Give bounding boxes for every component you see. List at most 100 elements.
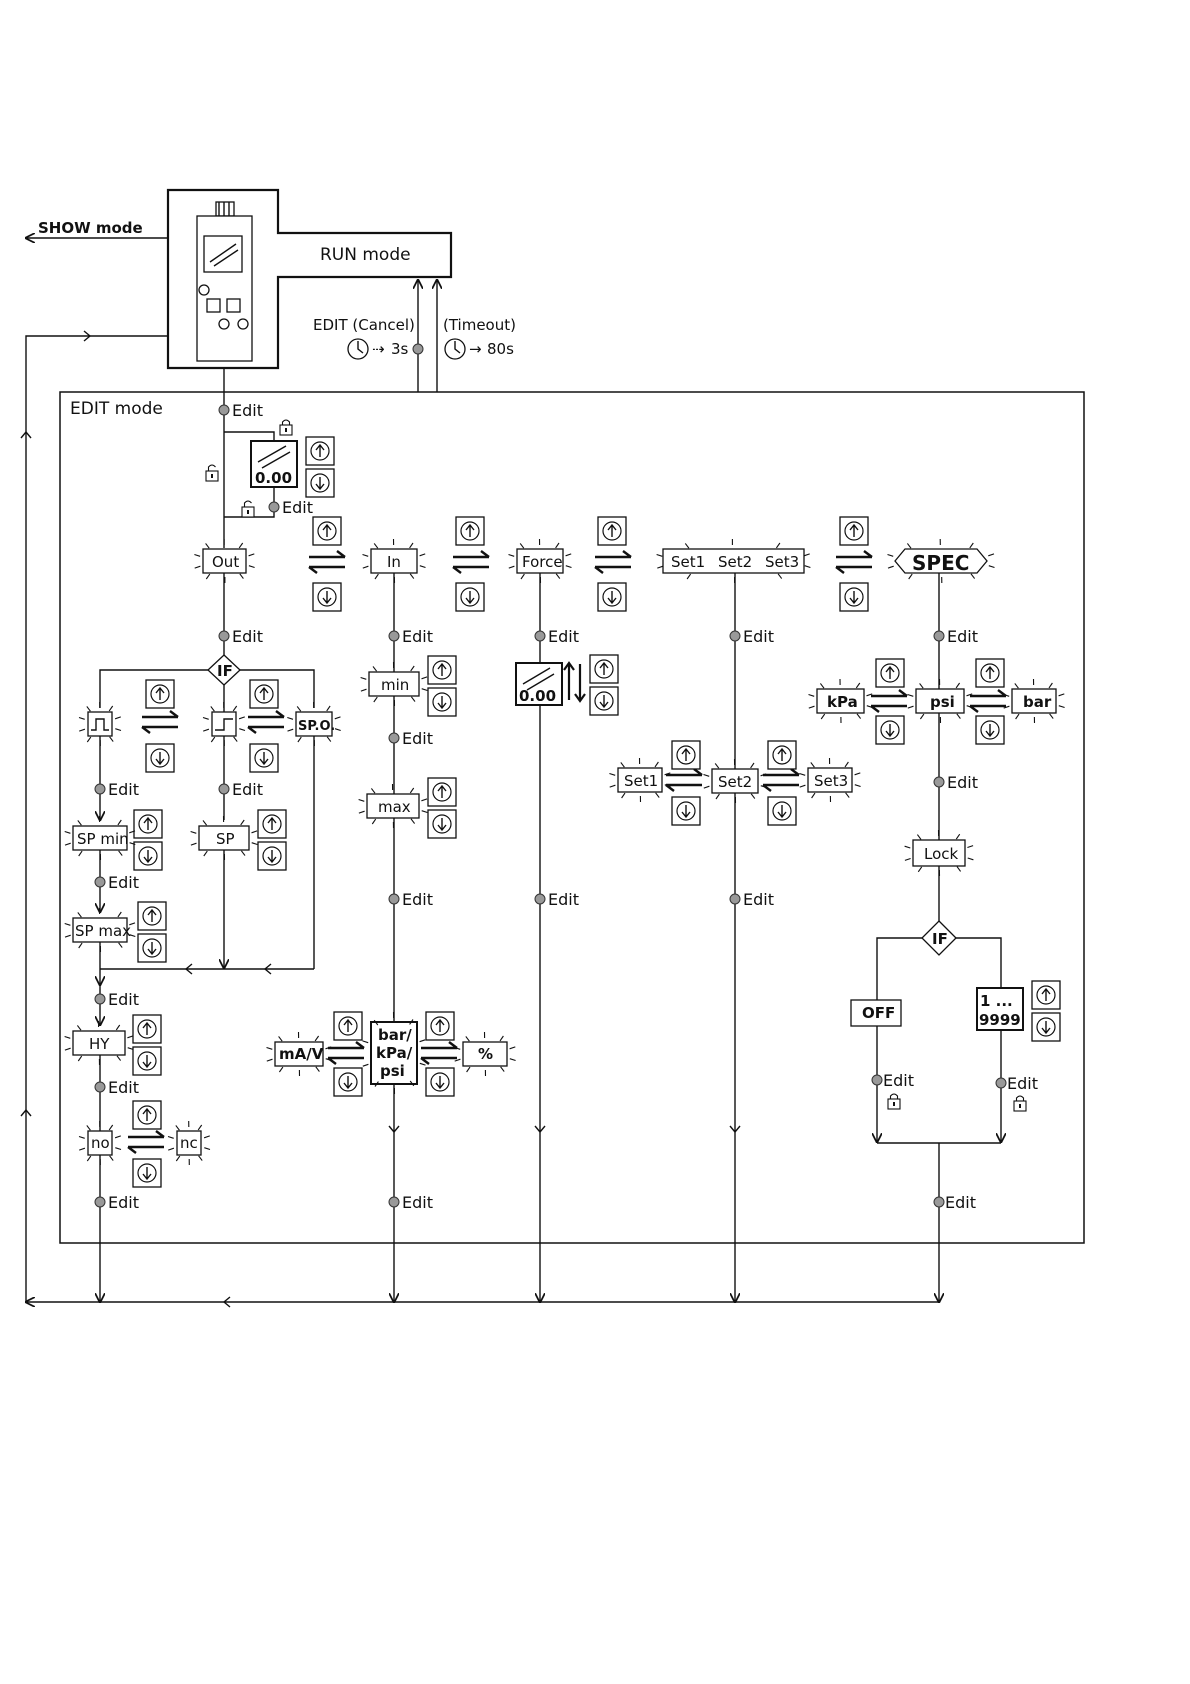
- down-key-icon: [1031, 1012, 1061, 1042]
- flash-ray: [198, 1155, 203, 1161]
- flash-ray: [190, 842, 197, 846]
- menu-out: Out: [202, 548, 247, 574]
- flash-ray: [64, 830, 71, 834]
- down-key-icon: [257, 841, 287, 871]
- flash-ray: [108, 1124, 114, 1131]
- flash-ray: [374, 573, 379, 580]
- flash-ray: [466, 1066, 471, 1073]
- hy-box: HY: [72, 1030, 126, 1056]
- flash-ray: [86, 706, 91, 712]
- down-key-icon: [333, 1067, 363, 1097]
- flash-ray: [654, 761, 659, 768]
- flash-ray: [919, 683, 924, 689]
- sp-min-box: SP min: [72, 825, 129, 851]
- flash-ray: [956, 713, 961, 719]
- flash-ray: [419, 565, 426, 569]
- down-key-icon: [312, 582, 342, 612]
- unit-label-b: kPa/: [376, 1044, 413, 1062]
- exchange-arrows-icon: [326, 1040, 366, 1066]
- flash-ray: [454, 1046, 461, 1050]
- kpa-box: kPa: [816, 688, 865, 714]
- flash-ray: [609, 772, 616, 776]
- flash-ray: [419, 1039, 426, 1043]
- flash-ray: [810, 762, 815, 768]
- exchange-arrows-icon: [140, 709, 180, 735]
- cancel-time-arrow: ⇢: [372, 340, 385, 358]
- flash-ray: [967, 845, 974, 849]
- flash-ray: [808, 705, 815, 709]
- show-mode-label: SHOW mode: [38, 219, 143, 237]
- up-key-icon: [589, 654, 619, 684]
- flash-ray: [86, 1155, 92, 1162]
- up-key-icon: [975, 658, 1005, 688]
- flash-ray: [760, 773, 767, 777]
- window-mode-symbol: [87, 711, 113, 737]
- menu-in: In: [370, 548, 418, 574]
- flash-ray: [371, 818, 377, 825]
- edit-label: Edit: [232, 401, 263, 420]
- edit-mode-label: EDIT mode: [70, 399, 163, 419]
- nc-label: nc: [180, 1134, 198, 1152]
- min-label: min: [381, 676, 409, 694]
- up-key-icon: [1031, 980, 1061, 1010]
- timer-icon: [444, 338, 466, 360]
- flash-ray: [409, 787, 415, 794]
- down-key-icon: [875, 715, 905, 745]
- flash-ray: [988, 553, 995, 557]
- flash-ray: [955, 682, 961, 689]
- flash-ray: [167, 1135, 174, 1139]
- edit-label: Edit: [947, 627, 978, 646]
- down-key-icon: [249, 743, 279, 773]
- off-label: OFF: [862, 1004, 895, 1022]
- edit-label: Edit: [108, 1078, 139, 1097]
- max-label: max: [378, 798, 411, 816]
- flash-ray: [202, 716, 209, 720]
- flash-ray: [362, 553, 369, 557]
- flash-ray: [750, 793, 756, 799]
- up-key-icon: [132, 1014, 162, 1044]
- down-key-icon: [589, 686, 619, 716]
- flash-ray: [499, 1035, 504, 1042]
- flash-ray: [509, 1058, 516, 1062]
- flash-ray: [129, 842, 136, 846]
- lock-icon: [279, 419, 293, 436]
- edit-label: Edit: [548, 627, 579, 646]
- flash-ray: [520, 573, 525, 580]
- flash-ray: [970, 573, 976, 579]
- flash-rays: [64, 538, 1065, 1166]
- out-if-decision: IF: [207, 654, 241, 686]
- edit-label: Edit: [402, 627, 433, 646]
- bar-box: bar: [1011, 688, 1057, 714]
- unit-box: bar/ kPa/ psi: [370, 1021, 418, 1085]
- flash-ray: [233, 736, 238, 742]
- flash-ray: [64, 922, 71, 926]
- exchange-arrows-icon: [968, 688, 1008, 714]
- edit-label: Edit: [108, 780, 139, 799]
- edit-label: Edit: [108, 1193, 139, 1212]
- flash-ray: [64, 1035, 71, 1039]
- flash-ray: [955, 833, 961, 840]
- sp-label: SP: [216, 830, 235, 848]
- up-key-icon: [249, 679, 279, 709]
- out-if-label: IF: [217, 662, 233, 680]
- flash-ray: [204, 1147, 211, 1151]
- flash-ray: [855, 682, 861, 689]
- sp-max-label: SP max: [75, 922, 131, 940]
- up-key-icon: [875, 658, 905, 688]
- flash-ray: [315, 1066, 320, 1072]
- flash-ray: [109, 736, 114, 742]
- edit-label: Edit: [743, 627, 774, 646]
- flash-ray: [202, 820, 208, 826]
- flash-ray: [887, 565, 894, 569]
- flash-ray: [175, 1155, 181, 1162]
- flash-ray: [79, 1147, 86, 1151]
- edit-label: Edit: [402, 1193, 433, 1212]
- flash-ray: [360, 688, 367, 692]
- exchange-arrows-icon: [761, 767, 801, 793]
- flash-ray: [609, 784, 616, 788]
- flash-ray: [129, 934, 136, 938]
- up-key-icon: [427, 655, 457, 685]
- flash-ray: [64, 842, 71, 846]
- off-box: OFF: [850, 999, 902, 1027]
- flash-ray: [326, 705, 331, 712]
